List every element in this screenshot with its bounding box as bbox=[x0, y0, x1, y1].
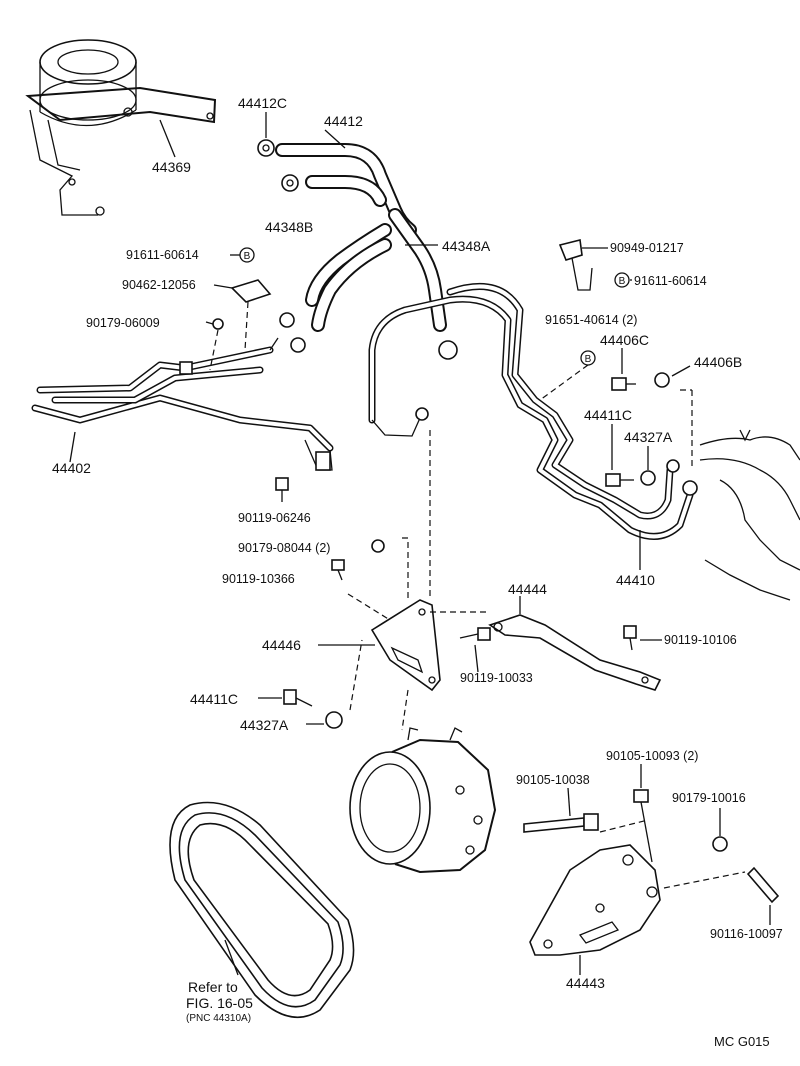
refer-text-line2: FIG. 16-05 bbox=[186, 995, 253, 1011]
label-44406C: 44406C bbox=[600, 332, 649, 348]
clamp-44348B bbox=[281, 174, 299, 192]
label-91651-40614: 91651-40614 (2) bbox=[545, 313, 637, 327]
clamp-44412C bbox=[257, 139, 275, 157]
label-90179-06009: 90179-06009 bbox=[86, 316, 160, 330]
label-90462-12056: 90462-12056 bbox=[122, 278, 196, 292]
label-91611-60614-b: 91611-60614 bbox=[634, 274, 707, 288]
bolt-90105-10093 bbox=[633, 789, 653, 863]
pressure-pipe-assembly bbox=[368, 282, 698, 540]
marker-b-2: B bbox=[614, 272, 630, 288]
bar-44444 bbox=[488, 614, 662, 691]
drive-belt bbox=[169, 801, 355, 1019]
bolt-90105-10038 bbox=[523, 813, 599, 833]
marker-b-1: B bbox=[239, 247, 255, 263]
nut-90179-06009 bbox=[212, 318, 224, 330]
label-44410: 44410 bbox=[616, 572, 655, 588]
refer-text-line1: Refer to bbox=[188, 979, 238, 995]
label-90116-10097: 90116-10097 bbox=[710, 927, 783, 941]
label-44412: 44412 bbox=[324, 113, 363, 129]
nut-44406B bbox=[654, 372, 670, 388]
label-44402: 44402 bbox=[52, 460, 91, 476]
label-44411C-upper: 44411C bbox=[584, 407, 632, 423]
figure-code: MC G015 bbox=[714, 1034, 770, 1049]
hose-44348A bbox=[305, 208, 447, 332]
bolt-90119-10366 bbox=[331, 559, 345, 581]
label-90179-08044: 90179-08044 (2) bbox=[238, 541, 330, 555]
clip-90949-01217 bbox=[558, 239, 593, 291]
label-44412C: 44412C bbox=[238, 95, 287, 111]
svg-text:B: B bbox=[619, 276, 626, 287]
bolt-90119-10033 bbox=[459, 627, 491, 641]
bolt-90119-06246 bbox=[275, 477, 289, 502]
label-90105-10093: 90105-10093 (2) bbox=[606, 749, 698, 763]
label-44446: 44446 bbox=[262, 637, 301, 653]
label-90105-10038: 90105-10038 bbox=[516, 773, 590, 787]
bracket-44443 bbox=[529, 844, 661, 956]
marker-b-3: B bbox=[580, 350, 596, 366]
stud-90116-10097 bbox=[746, 866, 780, 904]
bolt-44406C bbox=[611, 377, 636, 391]
label-44327A-upper: 44327A bbox=[624, 429, 673, 445]
nut-44327A-lower bbox=[325, 711, 343, 729]
label-44327A-lower: 44327A bbox=[240, 717, 289, 733]
svg-text:B: B bbox=[244, 251, 251, 262]
label-44348B: 44348B bbox=[265, 219, 313, 235]
power-steering-pump bbox=[349, 727, 497, 874]
bolt-90119-10106 bbox=[623, 625, 637, 651]
label-44406B: 44406B bbox=[694, 354, 742, 370]
label-44411C-lower: 44411C bbox=[190, 691, 238, 707]
label-90119-06246: 90119-06246 bbox=[238, 511, 311, 525]
bracket-90462-12056 bbox=[230, 279, 272, 303]
svg-text:B: B bbox=[585, 354, 592, 365]
label-44369: 44369 bbox=[152, 159, 191, 175]
refer-text-line3: (PNC 44310A) bbox=[186, 1013, 251, 1024]
clamp-pair bbox=[279, 312, 458, 360]
nut-90179-08044 bbox=[371, 539, 385, 553]
label-90949-01217: 90949-01217 bbox=[610, 241, 684, 255]
label-90119-10366: 90119-10366 bbox=[222, 572, 295, 586]
label-44348A: 44348A bbox=[442, 238, 491, 254]
engine-block-outline bbox=[699, 429, 800, 601]
bracket-44446 bbox=[370, 599, 441, 692]
label-90179-10016: 90179-10016 bbox=[672, 791, 746, 805]
nut-90179-10016 bbox=[712, 836, 728, 852]
bolt-44411C-lower bbox=[283, 689, 313, 707]
reservoir-tank-44369 bbox=[25, 39, 217, 216]
pipe-44402 bbox=[31, 337, 334, 471]
label-44443: 44443 bbox=[566, 975, 605, 991]
bolt-44411C-upper bbox=[605, 473, 634, 487]
label-44444: 44444 bbox=[508, 581, 547, 597]
label-91611-60614-a: 91611-60614 bbox=[126, 248, 199, 262]
nut-44327A-upper bbox=[640, 470, 656, 486]
label-90119-10033: 90119-10033 bbox=[460, 671, 533, 685]
label-90119-10106: 90119-10106 bbox=[664, 633, 737, 647]
